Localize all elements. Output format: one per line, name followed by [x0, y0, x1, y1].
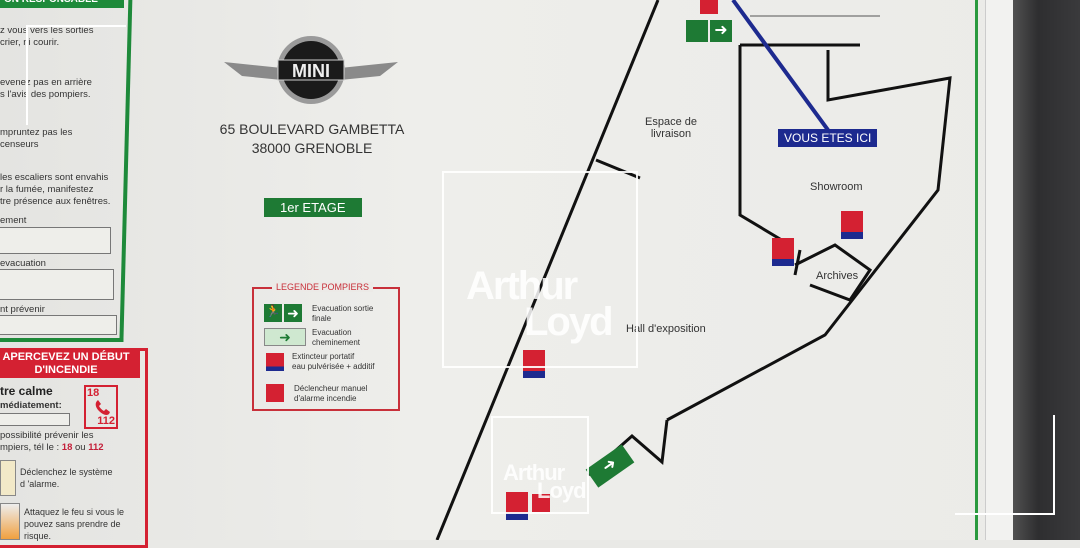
fire-extinguisher-icon: [772, 238, 794, 266]
wall: [793, 249, 802, 276]
instructions-heading: ON RESPONSABLE: [0, 0, 124, 8]
fire-alarm-icon: [700, 0, 718, 14]
mini-logo: MINI: [224, 36, 398, 104]
wall-archives: [794, 243, 873, 302]
legend-title: LEGENDE POMPIERS: [272, 282, 374, 292]
corner-mark: [1053, 415, 1055, 515]
phone-handset-icon: [95, 400, 110, 415]
exit-sign-icon: ➜: [686, 20, 732, 42]
wall: [666, 50, 952, 422]
room-archives: Archives: [816, 270, 859, 282]
immediately: médiatement:: [0, 400, 62, 411]
field-box-1: [0, 227, 111, 254]
wall: [738, 45, 791, 247]
fire-extinguisher-icon: [523, 350, 545, 378]
corner-mark: [26, 25, 28, 125]
corner-mark: [26, 25, 126, 27]
green-border-right: [975, 0, 978, 540]
room-showroom: Showroom: [810, 181, 863, 193]
wall-background: [1010, 0, 1080, 540]
fire-alarm-icon: [266, 384, 284, 402]
exit-sign-icon: 🏃➜: [264, 304, 302, 322]
field-label-2: evacuation: [0, 258, 46, 269]
you-are-here-pointer: [731, 0, 830, 132]
corner-mark: [955, 513, 1055, 515]
fire-extinguisher-icon: [841, 211, 863, 239]
watermark-frame-small: [491, 416, 589, 514]
fire-alarm-icon: [532, 494, 550, 512]
arrow-right-icon: ➜: [264, 328, 306, 346]
watermark-frame: [442, 171, 638, 368]
phone-number-top: 18: [87, 387, 100, 399]
floor-label: 1er ETAGE: [264, 198, 362, 217]
you-are-here-label: VOUS ETES ICI: [778, 129, 878, 147]
stay-calm: tre calme: [0, 384, 53, 398]
phone-emergency-icon: 18 112: [84, 385, 118, 429]
wall-delivery: [595, 158, 641, 180]
field-box-2: [0, 269, 114, 300]
alarm-person-icon: [0, 460, 16, 496]
evacuation-plan-sheet: [0, 0, 1040, 540]
field-label-3: nt prévenir: [0, 304, 45, 315]
sheet-edge: [985, 0, 1013, 540]
phone-number-bottom: 112: [97, 415, 115, 427]
wall-left: [435, 0, 660, 540]
logo-text: MINI: [292, 61, 330, 81]
field-box-3: [0, 315, 117, 335]
room-hall: Hall d'exposition: [626, 323, 706, 335]
fire-extinguisher-icon: [266, 353, 284, 371]
immediately-field: [0, 413, 70, 426]
field-label-1: ement: [0, 215, 27, 226]
